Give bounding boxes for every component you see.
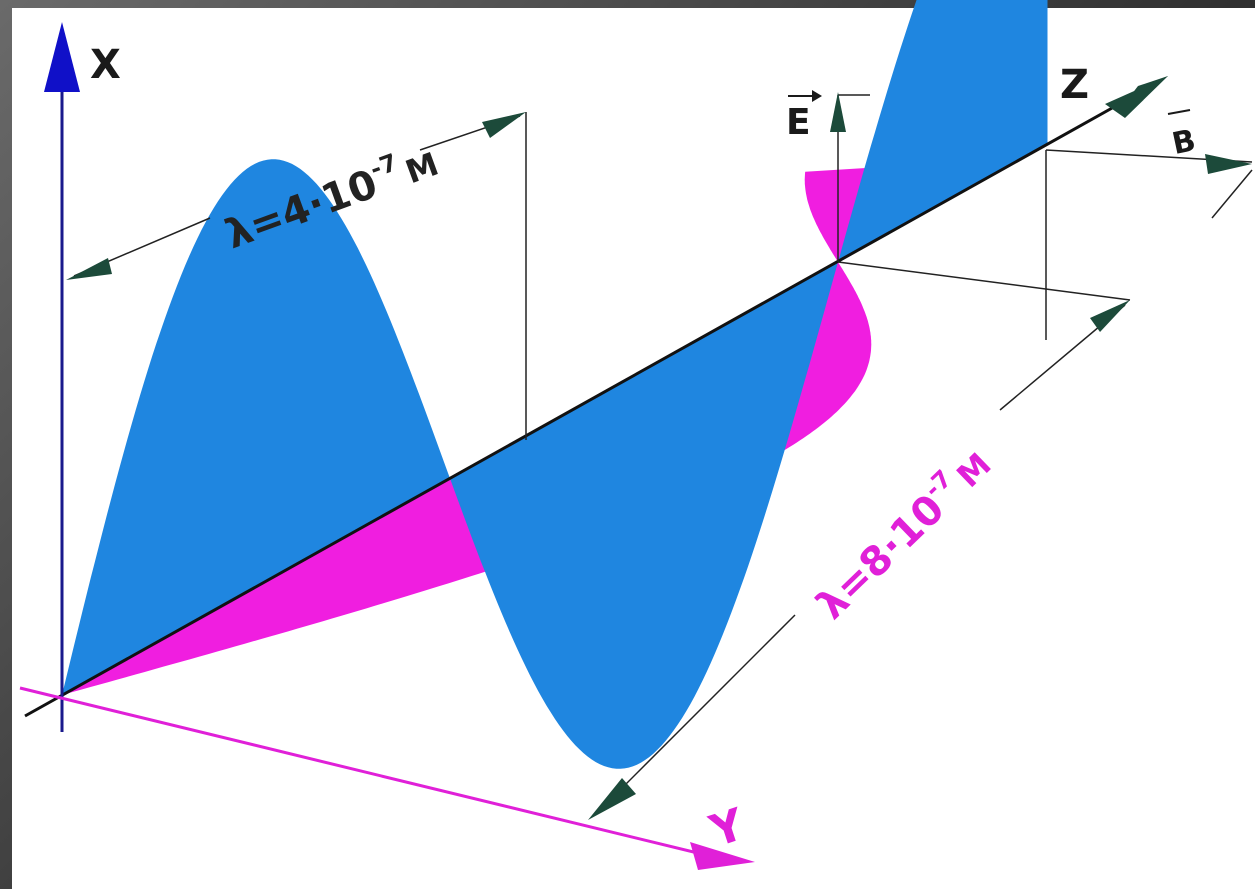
e-vector-label-arrowhead bbox=[812, 90, 822, 102]
top-dimension-arrow-left bbox=[66, 258, 112, 280]
y-axis-arrowhead bbox=[690, 842, 755, 870]
bottom-wavelength-text: λ=8·10-7M bbox=[806, 438, 1000, 628]
bottom-dimension-arrow-lower bbox=[588, 778, 636, 820]
top-wavelength-unit: M bbox=[400, 145, 443, 192]
z-axis-line bbox=[24, 96, 1131, 718]
bottom-wavelength-value: λ=8·10 bbox=[808, 486, 953, 629]
b-vector-arrowhead bbox=[1205, 154, 1252, 174]
x-axis-label: X bbox=[90, 42, 121, 88]
e-vector-label: E bbox=[786, 102, 811, 143]
y-axis-line bbox=[19, 686, 711, 858]
electric-field-wave bbox=[62, 0, 1048, 769]
z-axis-label: Z bbox=[1060, 62, 1089, 108]
bottom-wavelength-unit: M bbox=[949, 445, 998, 494]
bottom-dimension-extension bbox=[837, 261, 1131, 301]
top-dimension-arrow-right bbox=[482, 112, 526, 138]
bottom-wavelength-label: λ=8·10-7M bbox=[806, 438, 1000, 628]
b-guide-bottom bbox=[1211, 169, 1253, 219]
bottom-dimension-arrow-upper bbox=[1090, 300, 1130, 332]
x-axis-arrowhead bbox=[44, 22, 80, 92]
z-axis-arrowhead-fill bbox=[1105, 76, 1168, 118]
bottom-dimension-line-lower bbox=[595, 614, 796, 815]
b-vector-label: B bbox=[1169, 123, 1199, 162]
e-vector-arrowhead bbox=[830, 92, 846, 132]
b-vector-label-arrow bbox=[1167, 109, 1191, 115]
